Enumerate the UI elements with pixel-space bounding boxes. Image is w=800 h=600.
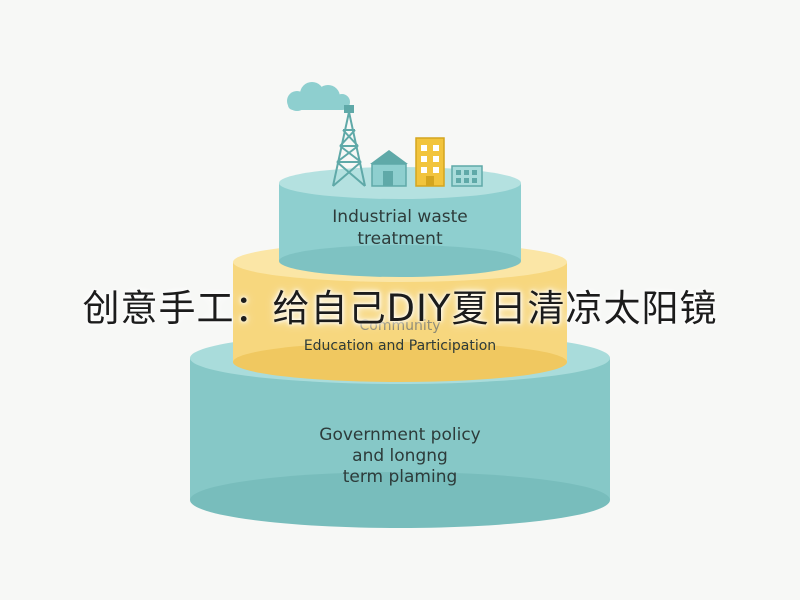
tier-middle-label: Community Education and Participation (236, 316, 564, 356)
tier-bottom-line-2: and longng (352, 446, 448, 466)
apartment-building-icon (415, 137, 445, 187)
shop-icon (451, 165, 483, 187)
tier-bottom-label: Government policy and longng term plamin… (210, 425, 590, 488)
overlay-title: 创意手工：给自己DIY夏日清凉太阳镜 (82, 287, 718, 330)
tier-middle-line-1: Community (359, 318, 441, 334)
tier-middle-line-2: Education and Participation (303, 338, 497, 354)
tier-bottom-line-1: Government policy (319, 425, 481, 445)
tier-top-label: Industrial waste treatment (280, 206, 520, 250)
cloud-icon (287, 82, 350, 111)
tier-top-line-2: treatment (357, 229, 443, 249)
transmission-tower-icon (332, 105, 366, 187)
tier-top-line-1: Industrial waste (332, 207, 468, 227)
house-icon (370, 150, 408, 187)
tier-bottom-line-3: term plaming (342, 467, 458, 487)
